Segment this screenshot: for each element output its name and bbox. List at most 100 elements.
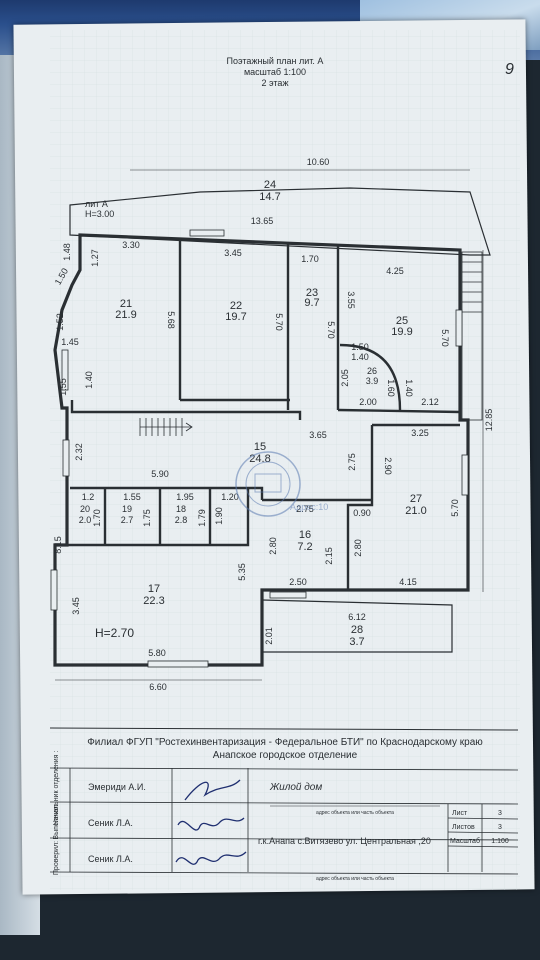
object-caption: адрес объекта или часть объекта [316,810,394,816]
dim: 8.15 [53,536,63,554]
room-28-number: 28 [351,624,363,636]
bti-stamp: Адрес:10 [235,451,328,517]
dim: 2.05 [340,369,350,387]
room-23-number: 23 [306,287,318,299]
scale-label: Масштаб [450,837,480,845]
dim: 3.55 [346,291,356,309]
dim: 3.45 [224,248,242,258]
plan-title: Поэтажный план лит. А [227,56,324,66]
dim: 2.90 [383,457,393,475]
dim: 2.15 [324,547,334,565]
dim: 1.45 [61,337,79,347]
room-28-area: 3.7 [349,636,364,648]
room-25-number: 25 [396,315,408,327]
interior-walls [67,238,461,590]
room-22-area: 19.7 [225,311,246,323]
dim: 12.85 [484,409,494,432]
dim-13-65: 13.65 [251,216,274,226]
role-checker: Проверил: [53,841,60,875]
dim: 0.90 [353,508,371,518]
room-24-number: 24 [264,179,276,191]
dim: 1.40 [351,352,369,362]
scale-value: 1:100 [491,838,509,845]
room-18-number: 18 [176,504,186,514]
room-26-area: 3.9 [366,376,379,386]
indoor-stairs [139,418,193,436]
org-line-1: Филиал ФГУП "Ростехинвентаризация - Феде… [87,737,483,748]
dim: 3.30 [122,240,140,250]
dim: 1.55 [58,378,68,396]
dim: 4.25 [386,266,404,276]
room-25-area: 19.9 [391,326,412,338]
dim: 2.75 [296,504,314,514]
dim-10-60: 10.60 [307,157,330,167]
room-18-area: 2.8 [175,515,188,525]
signature-3 [175,851,247,865]
dim: 1.90 [214,507,224,525]
dim: 2.80 [268,537,278,555]
lit-label: лит А [85,199,108,209]
room-24-area: 14.7 [259,191,280,203]
grid-background [50,30,520,890]
dim: 5.80 [148,648,166,658]
dim: 2.80 [353,539,363,557]
lit-height: H=3.00 [85,209,114,219]
room-19-area: 2.7 [121,515,134,525]
role-head: Начальник отделения : [53,751,60,826]
dim-height: H=2.70 [95,626,134,640]
dim: 1.20 [221,492,239,502]
room-27-number: 27 [410,493,422,505]
dim: 2.12 [421,397,439,407]
name-executor: Сеник Л.А. [88,818,133,828]
room-20-number: 20 [80,504,90,514]
plan-floor: 2 этаж [262,78,289,88]
dim: 1.70 [301,254,319,264]
page-number: 9 [505,61,514,78]
signature-1 [184,779,241,801]
room-16-number: 16 [299,529,311,541]
name-checker: Сеник Л.А. [88,854,133,864]
signature-2 [177,817,245,831]
org-line-2: Анапское городское отделение [213,750,358,761]
dim: 1.2 [82,492,95,502]
dim: 1.40 [404,379,414,397]
room-27-area: 21.0 [405,505,426,517]
title-block: Филиал ФГУП "Ростехинвентаризация - Феде… [49,727,519,882]
name-head: Эмериди А.И. [88,782,146,792]
dim: 5.70 [440,329,450,347]
dim: 3.45 [71,597,81,615]
dim: 1.27 [90,249,100,267]
room-21-number: 21 [120,298,132,310]
dim: 6.60 [149,682,167,692]
room-26-number: 26 [367,366,377,376]
address-caption: адрес объекта или часть объекта [316,876,394,882]
sheets-label: Листов [452,824,475,831]
dim: 2.32 [74,443,84,461]
plan-scale: масштаб 1:100 [244,67,306,77]
dim: 5.68 [166,311,176,329]
stamp-text: Адрес:10 [290,502,328,512]
dim: 5.35 [237,563,247,581]
dim: 2.50 [289,577,307,587]
room-17-area: 22.3 [143,595,164,607]
dim: 1.95 [176,492,194,502]
dim: 2.01 [264,627,274,645]
dim: 2.00 [359,397,377,407]
sheet-value: 3 [498,810,502,817]
dim: 1.75 [142,509,152,527]
object-name: Жилой дом [269,782,322,793]
dim: 1.40 [84,371,94,389]
floor-plan-document: 9 Поэтажный план лит. А масштаб 1:100 2 … [49,30,520,890]
dim: 5.70 [450,499,460,517]
room-17-number: 17 [148,583,160,595]
dim: 1.52 [55,313,65,331]
dim: 1.50 [351,342,369,352]
dim: 1.48 [62,243,72,261]
sheet-label: Лист [452,810,468,817]
dim: 3.65 [309,430,327,440]
dim: 4.15 [399,577,417,587]
room-19-number: 19 [122,504,132,514]
room-20-area: 2.0 [79,515,92,525]
dim: 1.79 [197,509,207,527]
room-21-area: 21.9 [115,309,136,321]
